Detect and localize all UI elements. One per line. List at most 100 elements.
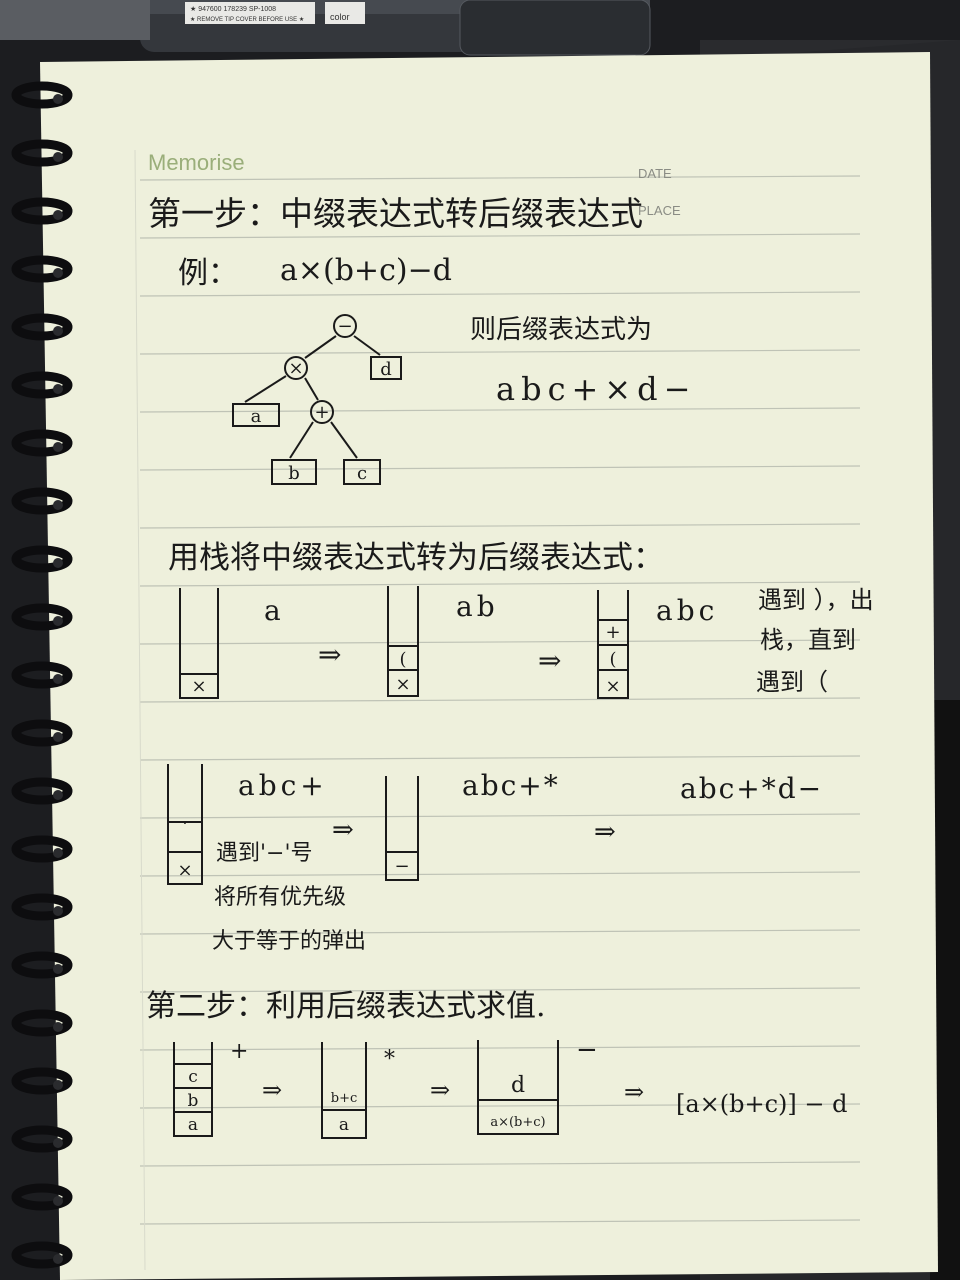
row1-arrow-1: ⇒ (318, 638, 341, 671)
eval-stack2-outline (321, 1042, 367, 1139)
row2-note-1: 遇到'−'号 (216, 841, 313, 866)
spiral-ring (11, 1067, 73, 1095)
spiral-ring (11, 371, 73, 399)
row2-output-1: abc+ (238, 769, 328, 802)
tree-mul-symbol: × (288, 358, 303, 379)
pen-label-2: ★ REMOVE TIP COVER BEFORE USE ★ (190, 16, 304, 23)
stack-row2 (167, 764, 419, 885)
tree-d-symbol: d (380, 359, 392, 380)
result-expression: abc+×d− (496, 370, 696, 408)
stack4-item-2: · (183, 816, 187, 832)
spiral-ring (11, 661, 73, 689)
example-expression: a×(b+c)−d (280, 253, 452, 288)
place-label: PLACE (638, 203, 681, 218)
punch-hole (53, 558, 63, 568)
punch-hole (53, 1138, 63, 1148)
punch-hole (53, 1196, 63, 1206)
spiral-ring (11, 139, 73, 167)
eval-final-result: [a×(b+c)] − d (676, 1090, 848, 1118)
date-label: DATE (638, 166, 672, 181)
punch-hole (53, 1080, 63, 1090)
notebook-brand: Memorise (148, 150, 245, 175)
spiral-ring (11, 951, 73, 979)
tree-c-symbol: c (357, 463, 367, 484)
spiral-ring (11, 313, 73, 341)
tree-plus-symbol: + (314, 402, 329, 423)
eval-stack2-bc: b+c (331, 1091, 358, 1106)
example-label: 例： (178, 256, 238, 291)
eval-stack1-b: b (188, 1091, 199, 1111)
stack-row1 (179, 586, 629, 699)
spiral-ring (11, 893, 73, 921)
punch-hole (53, 384, 63, 394)
row2-output-3: abc+*d− (680, 772, 823, 805)
eval-stack3-outline (477, 1040, 559, 1135)
row1-output-1: a (264, 594, 281, 627)
punch-hole (53, 442, 63, 452)
punch-hole (53, 152, 63, 162)
row1-note-1: 遇到 ），出 (758, 586, 874, 614)
tree-a-symbol: a (251, 406, 262, 427)
punch-hole (53, 964, 63, 974)
stack5-outline (385, 776, 419, 881)
stack2-item-1: × (395, 674, 410, 695)
stack1-outline (179, 588, 219, 699)
spiral-ring (11, 197, 73, 225)
eval-arrow-3: ⇒ (624, 1078, 644, 1106)
row2-arrow-2: ⇒ (594, 817, 616, 847)
punch-hole (53, 906, 63, 916)
pen: ★ 947600 178239 SP-1008 ★ REMOVE TIP COV… (0, 0, 651, 56)
punch-hole (53, 210, 63, 220)
tree-node-plus (310, 400, 334, 424)
spiral-ring (11, 603, 73, 631)
tree-leaf-b (271, 459, 317, 485)
stack2-item-2: ( (399, 649, 406, 670)
tree-leaf-c (343, 459, 381, 485)
punch-hole (53, 848, 63, 858)
spiral-ring (11, 1125, 73, 1153)
punch-hole (53, 674, 63, 684)
ruled-lines (139, 175, 861, 1225)
stack4-item-1: × (177, 860, 192, 881)
row2-output-2: abc+* (462, 769, 560, 802)
row1-arrow-2: ⇒ (538, 644, 561, 677)
step1-heading: 第一步：中缀表达式转后缀表达式 (148, 194, 643, 233)
pen-label-1: ★ 947600 178239 SP-1008 (190, 5, 276, 13)
spiral-ring (11, 1009, 73, 1037)
spiral-ring (11, 487, 73, 515)
eval-op-times: * (384, 1047, 395, 1072)
margin-line (134, 149, 146, 1271)
tree-node-times (284, 356, 308, 380)
punch-hole (53, 732, 63, 742)
punch-hole (53, 1022, 63, 1032)
spiral-ring (11, 1183, 73, 1211)
spiral-ring (11, 835, 73, 863)
stack2-outline (387, 586, 419, 697)
stack4-outline (167, 764, 203, 885)
eval-stacks (173, 1040, 559, 1139)
punch-hole (53, 1254, 63, 1264)
spiral-ring (11, 777, 73, 805)
spiral-ring (11, 1241, 73, 1269)
row1-note-2: 栈，直到 (760, 626, 856, 654)
eval-stack2-a: a (339, 1115, 349, 1135)
spiral-ring (11, 545, 73, 573)
eval-arrow-1: ⇒ (262, 1076, 282, 1104)
eval-stack3-bottom: a×(b+c) (490, 1115, 545, 1130)
row1-note-3: 遇到（ (756, 668, 828, 696)
paper-sheet (40, 52, 938, 1280)
spiral-ring (11, 255, 73, 283)
eval-op-minus: − (576, 1035, 598, 1065)
punch-hole (53, 616, 63, 626)
stack3-item-3: + (605, 622, 620, 643)
eval-stack1-a: a (188, 1115, 198, 1135)
pen-badge: color (330, 12, 350, 22)
spiral-binding (11, 81, 73, 1269)
eval-op-plus: + (230, 1039, 248, 1064)
punch-hole (53, 268, 63, 278)
spiral-ring (11, 719, 73, 747)
tree-root-symbol: − (337, 316, 352, 337)
eval-stack3-d: d (511, 1073, 525, 1098)
stack3-item-2: ( (609, 649, 616, 670)
